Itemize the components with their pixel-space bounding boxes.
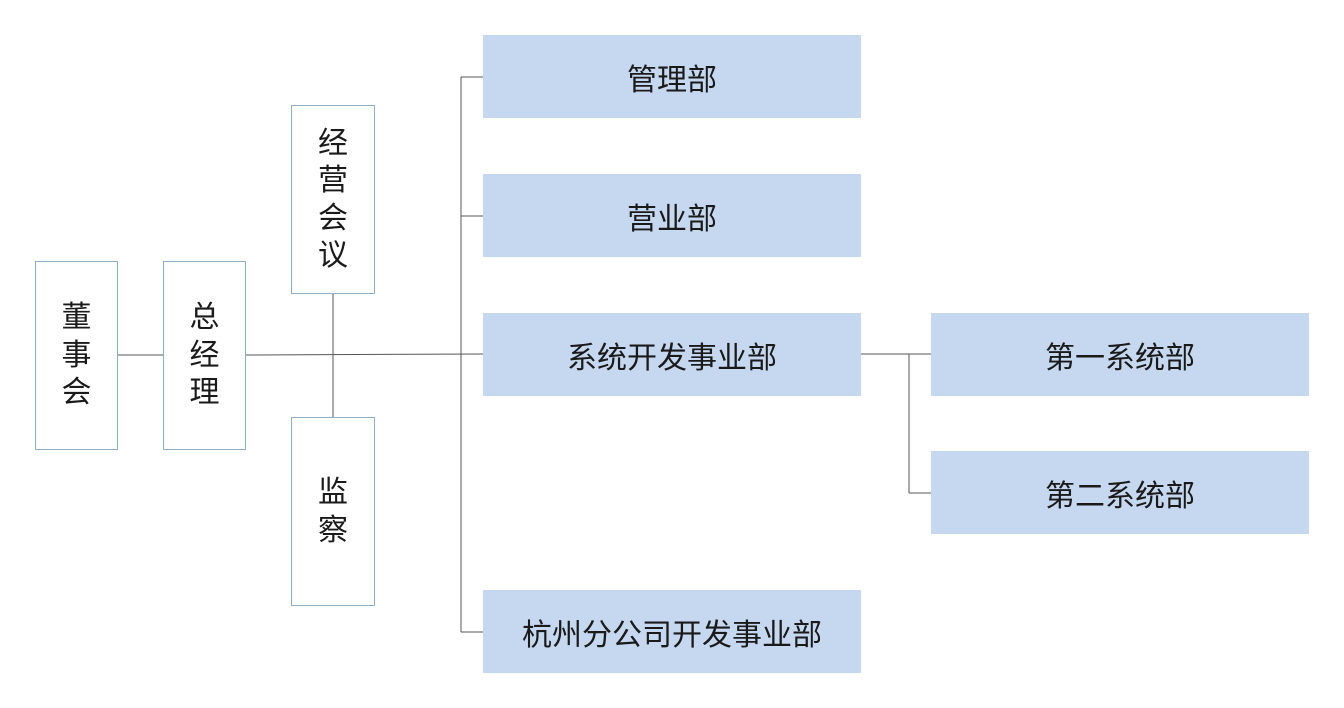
first-system-dept-label: 第一系统部 xyxy=(1045,340,1195,376)
business-meeting-box: 经营会议 xyxy=(291,105,375,294)
first-system-dept-box: 第一系统部 xyxy=(931,313,1309,396)
supervision-label: 监察 xyxy=(318,475,348,548)
business-meeting-label: 经营会议 xyxy=(318,125,348,274)
system-dev-dept-box: 系统开发事业部 xyxy=(483,313,861,396)
board-box: 董事会 xyxy=(35,261,118,450)
board-label: 董事会 xyxy=(61,300,92,411)
general-manager-label: 总经理 xyxy=(189,300,220,411)
admin-dept-label: 管理部 xyxy=(627,62,717,98)
sales-dept-label: 营业部 xyxy=(627,201,717,237)
general-manager-box: 总经理 xyxy=(163,261,246,450)
hangzhou-branch-dept-label: 杭州分公司开发事业部 xyxy=(522,617,822,653)
connector-gm-main xyxy=(245,353,484,356)
admin-dept-box: 管理部 xyxy=(483,35,861,118)
second-system-dept-box: 第二系统部 xyxy=(931,451,1309,534)
system-dev-dept-label: 系统开发事业部 xyxy=(567,340,777,376)
sales-dept-box: 营业部 xyxy=(483,174,861,257)
hangzhou-branch-dept-box: 杭州分公司开发事业部 xyxy=(483,590,861,673)
second-system-dept-label: 第二系统部 xyxy=(1045,478,1195,514)
supervision-box: 监察 xyxy=(291,417,375,606)
